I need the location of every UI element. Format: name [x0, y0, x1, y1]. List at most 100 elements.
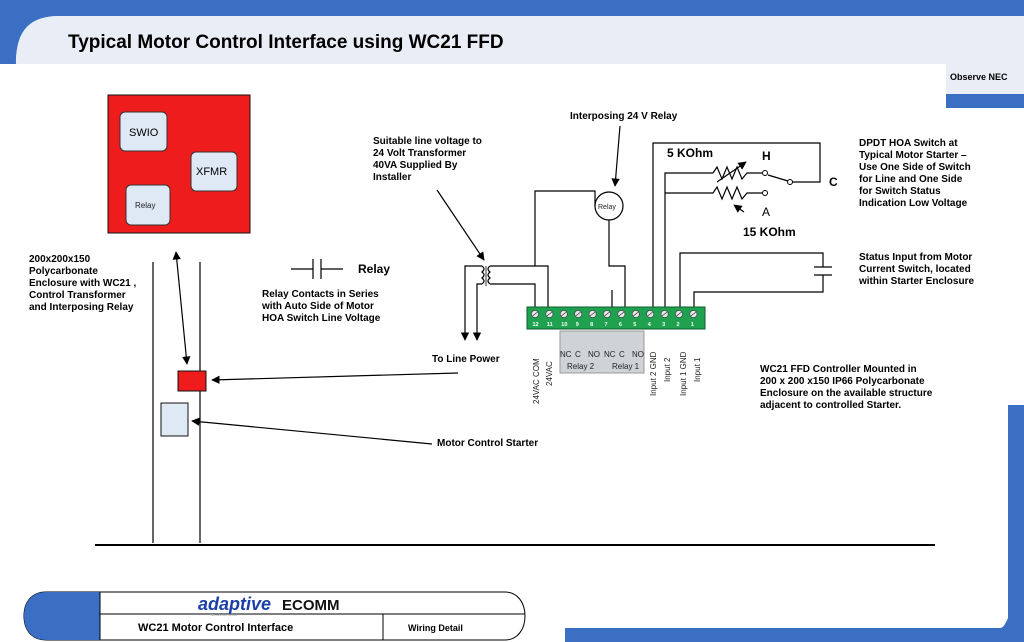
- svg-text:Installer: Installer: [373, 172, 411, 183]
- svg-text:200 x 200 x150 IP66 Polycarbon: 200 x 200 x150 IP66 Polycarbonate: [760, 376, 925, 387]
- switch-h-label: H: [762, 149, 771, 163]
- svg-text:Control Transformer: Control Transformer: [29, 290, 126, 301]
- hoa-wiring: [611, 142, 832, 308]
- terminal-vertical-labels: 24VAC COM 24VAC Input 2 GND Input 2 Inpu…: [532, 351, 702, 404]
- relay-module-label: Relay: [135, 201, 155, 210]
- svg-text:Enclosure with WC21 ,: Enclosure with WC21 ,: [29, 278, 136, 289]
- enclosure-description: 200x200x150 Polycarbonate Enclosure with…: [29, 254, 136, 313]
- terminal-number: 9: [576, 322, 579, 328]
- motor-starter-arrow: [191, 417, 433, 445]
- brand-adaptive: adaptive: [198, 594, 271, 614]
- title-block: adaptive ECOMM TECHNOLOGY GROUP WC21 Mot…: [23, 591, 526, 641]
- svg-text:Indication Low Voltage: Indication Low Voltage: [859, 198, 968, 209]
- resistor-15k: [665, 185, 768, 213]
- svg-text:Polycarbonate: Polycarbonate: [29, 266, 98, 277]
- svg-text:C: C: [619, 350, 625, 359]
- brand-ecomm: ECOMM: [282, 597, 340, 614]
- terminal-screw-slot: [546, 311, 553, 317]
- svg-text:within Starter Enclosure: within Starter Enclosure: [858, 276, 974, 287]
- swio-module: [119, 111, 168, 152]
- svg-text:WC21 FFD Controller Mounted in: WC21 FFD Controller Mounted in: [760, 364, 917, 375]
- resistor-5k-label: 5 KOhm: [667, 146, 713, 160]
- svg-text:adjacent to controlled Starter: adjacent to controlled Starter.: [760, 400, 901, 411]
- svg-text:Input 1: Input 1: [693, 357, 702, 382]
- mounting-structure: [95, 251, 935, 546]
- transformer-description: Suitable line voltage to 24 Volt Transfo…: [373, 136, 482, 183]
- terminal-screw-slot: [618, 311, 625, 317]
- svg-text:NC: NC: [604, 350, 616, 359]
- svg-text:24VAC COM: 24VAC COM: [532, 358, 541, 404]
- swio-label: SWIO: [129, 127, 159, 139]
- svg-text:NO: NO: [588, 350, 600, 359]
- svg-text:Relay 1: Relay 1: [612, 362, 640, 371]
- doc-type: Wiring Detail: [408, 623, 463, 633]
- interposing-arrow: [611, 125, 621, 187]
- relay-label-strip: [559, 330, 645, 374]
- svg-text:Relay: Relay: [358, 262, 390, 276]
- relay-coil: Relay: [534, 190, 626, 308]
- terminal-number: 2: [677, 322, 680, 328]
- terminal-screw-slot: [690, 311, 697, 317]
- transformer-arrow: [436, 189, 485, 261]
- svg-text:Suitable line voltage to: Suitable line voltage to: [373, 136, 482, 147]
- terminal-screw-slot: [604, 311, 610, 317]
- svg-text:DPDT HOA Switch at: DPDT HOA Switch at: [859, 138, 958, 149]
- svg-text:HOA Switch Line Voltage: HOA Switch Line Voltage: [262, 313, 381, 324]
- resistor-5k: [712, 161, 768, 183]
- interposing-relay-label: Interposing 24 V Relay: [570, 111, 678, 122]
- svg-text:Relay 2: Relay 2: [567, 362, 595, 371]
- relay-contacts-description: Relay Contacts in Series with Auto Side …: [261, 289, 381, 324]
- svg-text:Relay: Relay: [598, 204, 616, 211]
- terminal-number: 8: [590, 322, 593, 328]
- terminal-number: 11: [547, 322, 553, 328]
- terminal-screw-slot: [633, 311, 639, 317]
- svg-text:Typical Motor Starter –: Typical Motor Starter –: [859, 150, 967, 161]
- terminal-screw-slot: [532, 311, 538, 317]
- wc21-enclosure: SWIO XFMR Relay: [107, 94, 251, 234]
- switch-a-label: A: [762, 205, 770, 219]
- svg-text:Input 1 GND: Input 1 GND: [679, 351, 688, 396]
- observe-nec-label: Observe NEC: [950, 72, 1008, 82]
- terminal-screw-slot: [647, 311, 653, 317]
- terminal-number: 3: [662, 322, 665, 328]
- svg-text:for Line and One Side: for Line and One Side: [859, 174, 963, 185]
- svg-text:24 Volt Transformer: 24 Volt Transformer: [373, 148, 466, 159]
- slide-title: Typical Motor Control Interface using WC…: [68, 32, 504, 53]
- svg-text:C: C: [575, 350, 581, 359]
- terminal-number: 5: [633, 322, 636, 328]
- relay-module: [125, 184, 171, 226]
- terminal-screw-slot: [561, 311, 567, 317]
- svg-text:Status Input from Motor: Status Input from Motor: [859, 252, 972, 263]
- relay-contact-legend: Relay: [291, 259, 390, 279]
- switch-c-label: C: [829, 175, 838, 189]
- motor-starter-box: [160, 402, 189, 437]
- svg-text:NO: NO: [632, 350, 644, 359]
- resistor-15k-label: 15 KOhm: [743, 225, 796, 239]
- svg-text:200x200x150: 200x200x150: [29, 254, 91, 265]
- motor-starter-label: Motor Control Starter: [437, 438, 538, 449]
- status-input-description: Status Input from Motor Current Switch, …: [858, 252, 974, 287]
- terminal-number: 7: [605, 322, 608, 328]
- brand-sub: TECHNOLOGY GROUP: [210, 614, 238, 617]
- terminal-number: 10: [561, 322, 567, 328]
- line-power-arrow: [211, 372, 459, 384]
- svg-text:Relay Contacts in Series: Relay Contacts in Series: [262, 289, 379, 300]
- svg-text:for Switch Status: for Switch Status: [859, 186, 941, 197]
- dpdt-description: DPDT HOA Switch at Typical Motor Starter…: [859, 138, 971, 209]
- terminal-screw-slot: [589, 311, 596, 317]
- terminal-screw-slot: [661, 311, 668, 317]
- terminal-number: 6: [619, 322, 622, 328]
- line-power-label: To Line Power: [432, 354, 500, 365]
- controller-description: WC21 FFD Controller Mounted in 200 x 200…: [760, 364, 933, 411]
- terminal-screw-slot: [676, 311, 682, 317]
- xfmr-module: [190, 151, 238, 192]
- transformer-symbol: [460, 265, 549, 341]
- svg-text:and Interposing Relay: and Interposing Relay: [29, 302, 134, 313]
- svg-text:NC: NC: [560, 350, 572, 359]
- svg-text:Enclosure on the available str: Enclosure on the available structure: [760, 388, 933, 399]
- hoa-switch: [767, 174, 793, 185]
- terminal-number: 4: [648, 322, 652, 328]
